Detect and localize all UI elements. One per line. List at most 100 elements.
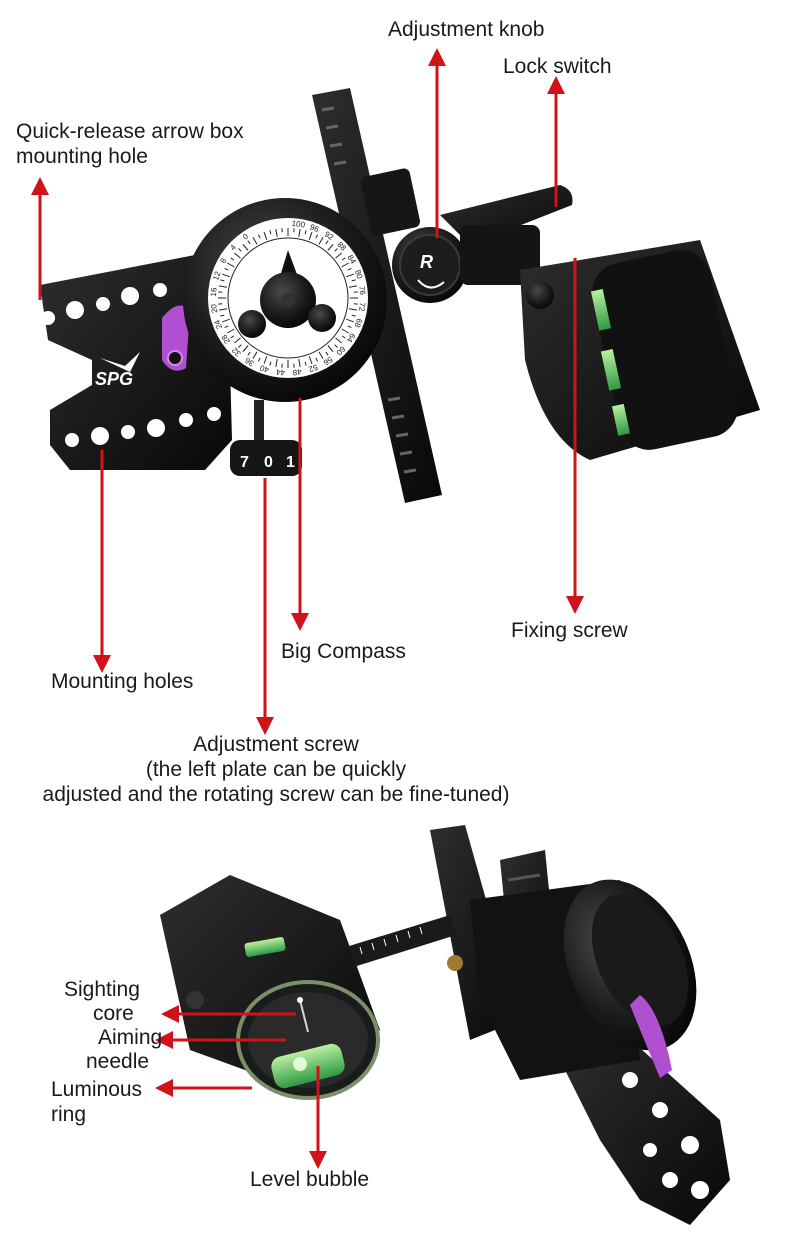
dial-tick	[269, 230, 272, 235]
sighting-core	[297, 997, 303, 1003]
dial-tick	[242, 244, 249, 251]
dial-tick	[335, 252, 342, 259]
label-aiming-needle-2: needle	[86, 1050, 150, 1073]
lower-mount-plate	[560, 1030, 730, 1225]
dial-number: 0	[241, 231, 250, 241]
dial-number: 12	[211, 270, 222, 282]
dial-tick	[227, 262, 235, 268]
dial-tick	[218, 285, 228, 288]
dial-tick	[351, 314, 356, 317]
dial-tick	[346, 318, 354, 323]
dial-tick	[242, 345, 249, 352]
label-adjustment-screw-note-1: (the left plate can be quickly	[145, 758, 407, 781]
knob-letter: R	[420, 252, 433, 272]
dial-tick	[220, 314, 225, 317]
dial-tick	[275, 358, 278, 368]
dial-number: 16	[209, 287, 219, 297]
dial-number: 96	[309, 223, 321, 235]
dial-tick	[341, 335, 346, 339]
label-level-bubble: Level bubble	[250, 1168, 370, 1191]
dial-tick	[308, 356, 313, 364]
adjuster-digit-1: 7	[240, 454, 249, 471]
dial-tick	[304, 230, 307, 235]
dial-tick	[247, 351, 251, 356]
dial-tick	[230, 257, 235, 261]
dial-number: 24	[212, 318, 224, 330]
dial-tick	[315, 234, 319, 239]
dial-tick	[222, 318, 230, 323]
dial-number: 4	[228, 242, 238, 252]
dial-tick	[334, 248, 338, 252]
arrow-pointer-icon	[31, 48, 584, 1169]
dial-tick	[308, 232, 313, 240]
aiming-needle	[299, 999, 309, 1033]
dial-tick	[304, 361, 307, 366]
dial-tick	[298, 228, 301, 238]
dial-number: 72	[357, 302, 367, 312]
dial-tick	[335, 337, 342, 344]
dial-tick	[227, 328, 235, 334]
dial-tick	[263, 356, 268, 364]
label-adjustment-screw: Adjustment screw	[193, 733, 359, 756]
dial-tick	[347, 267, 352, 271]
label-quick-release-1: Quick-release arrow box	[16, 120, 244, 143]
dial-tick	[234, 252, 241, 259]
dial-number: 8	[218, 256, 228, 265]
dial-tick	[351, 279, 356, 282]
dial-tick	[348, 308, 358, 311]
label-sighting-core-2: core	[93, 1002, 134, 1025]
dial-tick	[238, 248, 242, 252]
dial-tick	[263, 232, 268, 240]
dial-tick	[315, 357, 319, 362]
dial-number: 40	[258, 363, 270, 375]
dial-tick	[318, 237, 324, 245]
brand-mark: SPG	[95, 369, 133, 389]
dial-tick	[218, 308, 228, 311]
label-adjustment-knob: Adjustment knob	[388, 18, 545, 41]
dial-tick	[257, 234, 261, 239]
dial-tick	[252, 237, 258, 245]
dial-tick	[347, 325, 352, 329]
dial-tick	[327, 345, 334, 352]
level-bubble-icon	[271, 1043, 345, 1089]
dial-number: 100	[291, 219, 306, 230]
adjustment-knob-icon: R	[392, 227, 468, 303]
dial-tick	[325, 351, 329, 356]
dial-number: 44	[275, 367, 285, 377]
dial-tick	[327, 244, 334, 251]
lower-scope-housing	[160, 875, 380, 1100]
adjuster-wheel: 7 0 1	[230, 400, 302, 476]
dial-number: 76	[357, 286, 367, 296]
label-adjustment-screw-note-2: adjusted and the rotating screw can be f…	[42, 783, 510, 806]
dial-number: 20	[209, 303, 219, 314]
dial-tick	[346, 273, 354, 278]
label-sighting-core-1: Sighting	[64, 978, 140, 1001]
label-big-compass: Big Compass	[281, 640, 406, 663]
dial-number: 80	[353, 269, 365, 281]
dial-tick	[269, 361, 272, 366]
dial-ticks	[218, 228, 358, 368]
dial-tick	[257, 357, 261, 362]
dial-tick	[334, 344, 338, 348]
dial-tick	[252, 351, 258, 359]
adjuster-digit-2: 0	[264, 454, 273, 471]
dial-number: 68	[352, 317, 364, 329]
dial-tick	[298, 358, 301, 368]
dial-tick	[222, 273, 230, 278]
label-lock-switch: Lock switch	[503, 55, 612, 78]
dial-tick	[348, 285, 358, 288]
label-quick-release-2: mounting hole	[16, 145, 148, 168]
adjuster-digit-3: 1	[286, 454, 295, 471]
dial-tick	[238, 344, 242, 348]
dial-number: 48	[292, 367, 302, 377]
label-luminous-ring-2: ring	[51, 1103, 87, 1126]
scope-housing-icon	[520, 240, 760, 460]
label-mounting-holes: Mounting holes	[51, 670, 194, 693]
dial-tick	[275, 228, 278, 238]
dial-tick	[247, 240, 251, 245]
dial-tick	[341, 328, 349, 334]
dial-tick	[230, 335, 235, 339]
label-aiming-needle-1: Aiming	[98, 1026, 163, 1049]
